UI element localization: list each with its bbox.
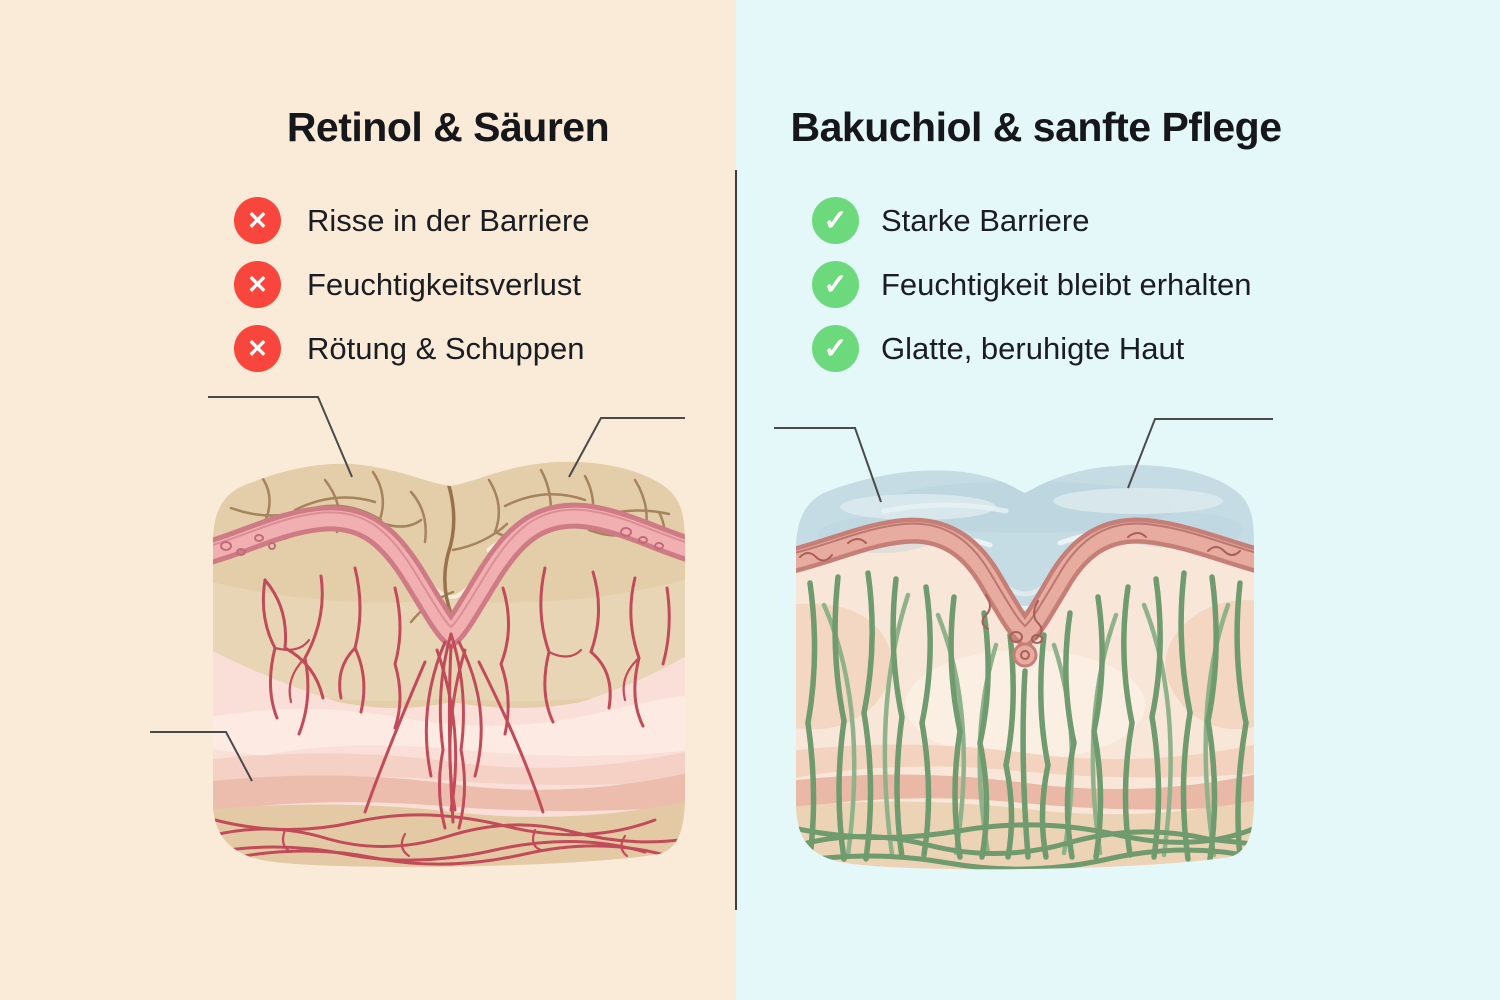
- list-item-label: Glatte, beruhigte Haut: [881, 330, 1185, 366]
- list-item-label: Risse in der Barriere: [307, 202, 590, 238]
- right-panel-list: ✓ Starke Barriere ✓ Feuchtigkeit bleibt …: [812, 197, 1252, 389]
- list-item-label: Feuchtigkeit bleibt erhalten: [881, 266, 1252, 302]
- divider-line: [735, 170, 737, 910]
- list-item: ✕ Risse in der Barriere: [234, 197, 590, 244]
- healthy-skin-illustration: [796, 465, 1254, 870]
- x-circle-icon: ✕: [234, 197, 281, 244]
- list-item-label: Feuchtigkeitsverlust: [307, 266, 581, 302]
- left-panel: Retinol & Säuren ✕ Risse in der Barriere…: [0, 0, 736, 1000]
- right-panel-title: Bakuchiol & sanfte Pflege: [790, 104, 1282, 150]
- x-circle-icon: ✕: [234, 261, 281, 308]
- damaged-skin-illustration: [213, 461, 685, 867]
- check-circle-icon: ✓: [812, 197, 859, 244]
- left-panel-list: ✕ Risse in der Barriere ✕ Feuchtigkeitsv…: [234, 197, 590, 389]
- list-item-label: Rötung & Schuppen: [307, 330, 585, 366]
- list-item: ✓ Glatte, beruhigte Haut: [812, 325, 1252, 372]
- x-circle-icon: ✕: [234, 325, 281, 372]
- list-item: ✕ Rötung & Schuppen: [234, 325, 590, 372]
- list-item-label: Starke Barriere: [881, 202, 1090, 238]
- list-item: ✕ Feuchtigkeitsverlust: [234, 261, 590, 308]
- left-panel-title: Retinol & Säuren: [286, 104, 610, 150]
- check-circle-icon: ✓: [812, 261, 859, 308]
- check-circle-icon: ✓: [812, 325, 859, 372]
- list-item: ✓ Starke Barriere: [812, 197, 1252, 244]
- list-item: ✓ Feuchtigkeit bleibt erhalten: [812, 261, 1252, 308]
